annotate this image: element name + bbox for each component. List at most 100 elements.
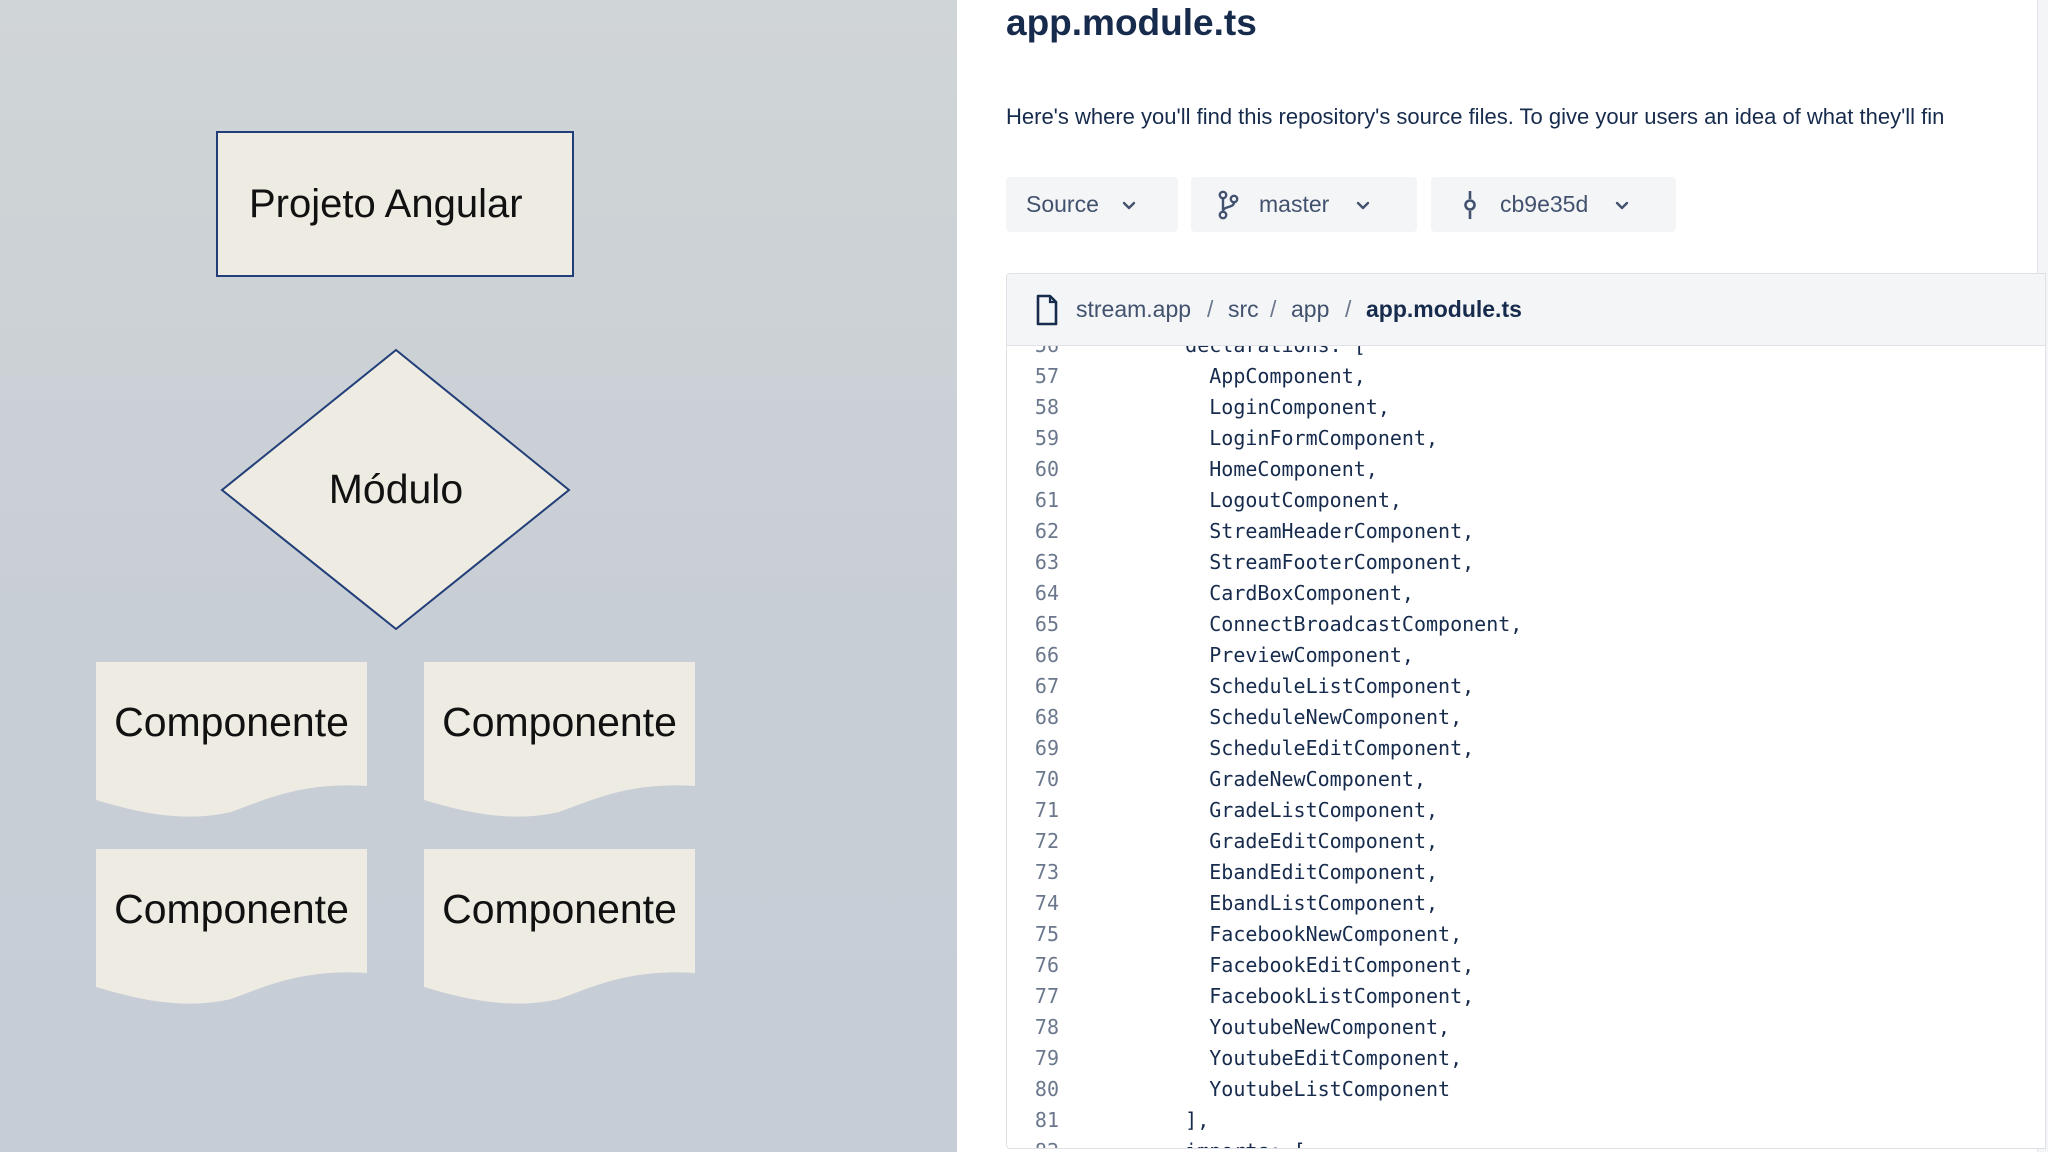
code-text: EbandEditComponent, [1137, 860, 1439, 884]
chevron-down-icon [1122, 201, 1136, 209]
line-number[interactable]: 65 [1034, 612, 1059, 636]
line-number[interactable]: 77 [1034, 984, 1059, 1008]
diagram-shapes [96, 348, 695, 1004]
component-shape-2 [424, 662, 695, 817]
code-text: FacebookNewComponent, [1137, 922, 1463, 946]
code-line: 72 GradeEditComponent, [1007, 826, 2045, 857]
line-number[interactable]: 66 [1034, 643, 1059, 667]
breadcrumb-link-app[interactable]: app [1291, 296, 1330, 322]
code-text: YoutubeNewComponent, [1137, 1015, 1451, 1039]
line-number[interactable]: 57 [1034, 364, 1059, 388]
line-number[interactable]: 63 [1034, 550, 1059, 574]
breadcrumb-separator: / [1345, 296, 1352, 322]
code-line: 80 YoutubeListComponent [1007, 1074, 2045, 1105]
code-text: YoutubeListComponent [1137, 1077, 1451, 1101]
code-text: FacebookListComponent, [1137, 984, 1475, 1008]
line-number[interactable]: 72 [1034, 829, 1059, 853]
code-text: ScheduleEditComponent, [1137, 736, 1475, 760]
line-number[interactable]: 64 [1034, 581, 1059, 605]
code-line: 81 ], [1007, 1105, 2045, 1136]
code-line: 60 HomeComponent, [1007, 454, 2045, 485]
breadcrumb-separator: / [1207, 296, 1214, 322]
commit-dropdown[interactable]: cb9e35d [1431, 177, 1676, 232]
line-number[interactable]: 56 [1007, 346, 1059, 361]
code-text: PreviewComponent, [1137, 643, 1414, 667]
code-text: CardBoxComponent, [1137, 581, 1414, 605]
module-diamond [220, 348, 571, 631]
breadcrumb-current-file: app.module.ts [1366, 296, 1522, 322]
source-dropdown-label: Source [1026, 191, 1099, 217]
line-number[interactable]: 81 [1034, 1108, 1059, 1132]
code-line: 76 FacebookEditComponent, [1007, 950, 2045, 981]
line-number[interactable]: 62 [1034, 519, 1059, 543]
branch-dropdown-label: master [1259, 191, 1330, 217]
line-number[interactable]: 69 [1034, 736, 1059, 760]
breadcrumb-link-repo[interactable]: stream.app [1076, 296, 1192, 322]
component-label: Componente [114, 886, 349, 932]
code-text: declarations: [ [1137, 346, 1366, 361]
line-number[interactable]: 75 [1034, 922, 1059, 946]
code-text: GradeNewComponent, [1137, 767, 1426, 791]
page-title: app.module.ts [1006, 2, 1257, 43]
branch-dropdown[interactable]: master [1191, 177, 1417, 232]
component-label: Componente [442, 886, 677, 932]
code-line: 61 LogoutComponent, [1007, 485, 2045, 516]
chevron-down-icon [1357, 201, 1370, 209]
breadcrumb-separator: / [1270, 296, 1277, 322]
diagram-panel: Projeto Angular Módulo Componente Compon… [0, 0, 957, 1152]
code-text: YoutubeEditComponent, [1137, 1046, 1463, 1070]
code-text: ], [1137, 1108, 1210, 1132]
breadcrumb-link-src[interactable]: src [1228, 296, 1259, 322]
line-number[interactable]: 73 [1034, 860, 1059, 884]
code-text: LoginFormComponent, [1137, 426, 1439, 450]
line-number[interactable]: 71 [1034, 798, 1059, 822]
code-line: 71 GradeListComponent, [1007, 795, 2045, 826]
code-text: EbandListComponent, [1137, 891, 1439, 915]
code-line: 68 ScheduleNewComponent, [1007, 702, 2045, 733]
code-line: 65 ConnectBroadcastComponent, [1007, 609, 2045, 640]
line-number[interactable]: 61 [1034, 488, 1059, 512]
component-label: Componente [442, 699, 677, 745]
line-number[interactable]: 76 [1034, 953, 1059, 977]
branch-icon [1218, 190, 1239, 219]
file-viewer: stream.app / src / app / app.module.ts 5… [1006, 273, 2046, 1149]
line-number[interactable]: 80 [1034, 1077, 1059, 1101]
code-line: 78 YoutubeNewComponent, [1007, 1012, 2045, 1043]
line-number[interactable]: 59 [1034, 426, 1059, 450]
code-line: 75 FacebookNewComponent, [1007, 919, 2045, 950]
source-dropdown[interactable]: Source [1006, 177, 1178, 232]
repo-description: Here's where you'll find this repository… [1006, 104, 1945, 129]
code-text: GradeEditComponent, [1137, 829, 1439, 853]
code-line: 58 LoginComponent, [1007, 392, 2045, 423]
line-number[interactable]: 82 [1007, 1136, 1059, 1148]
code-line: 79 YoutubeEditComponent, [1007, 1043, 2045, 1074]
line-number[interactable]: 68 [1034, 705, 1059, 729]
code-text: GradeListComponent, [1137, 798, 1439, 822]
line-number[interactable]: 74 [1034, 891, 1059, 915]
code-text: StreamHeaderComponent, [1137, 519, 1475, 543]
line-number[interactable]: 67 [1034, 674, 1059, 698]
component-label: Componente [114, 699, 349, 745]
code-line: 73 EbandEditComponent, [1007, 857, 2045, 888]
code-text: FacebookEditComponent, [1137, 953, 1475, 977]
line-number[interactable]: 58 [1034, 395, 1059, 419]
project-label: Projeto Angular [249, 181, 523, 226]
component-shape-4 [424, 849, 695, 1004]
line-number[interactable]: 70 [1034, 767, 1059, 791]
code-line: 67 ScheduleListComponent, [1007, 671, 2045, 702]
code-line: 59 LoginFormComponent, [1007, 423, 2045, 454]
line-number[interactable]: 60 [1034, 457, 1059, 481]
code-text: ScheduleNewComponent, [1137, 705, 1463, 729]
code-text: ScheduleListComponent, [1137, 674, 1475, 698]
line-number[interactable]: 79 [1034, 1046, 1059, 1070]
code-line: 57 AppComponent, [1007, 361, 2045, 392]
code-text: HomeComponent, [1137, 457, 1378, 481]
code-line: 82 imports: [ [1007, 1136, 2045, 1148]
code-text: imports: [ [1137, 1136, 1305, 1148]
code-line: 74 EbandListComponent, [1007, 888, 2045, 919]
chevron-down-icon [1616, 201, 1629, 209]
line-number[interactable]: 78 [1034, 1015, 1059, 1039]
code-text: AppComponent, [1137, 364, 1366, 388]
code-text: ConnectBroadcastComponent, [1137, 612, 1523, 636]
code-line: 62 StreamHeaderComponent, [1007, 516, 2045, 547]
